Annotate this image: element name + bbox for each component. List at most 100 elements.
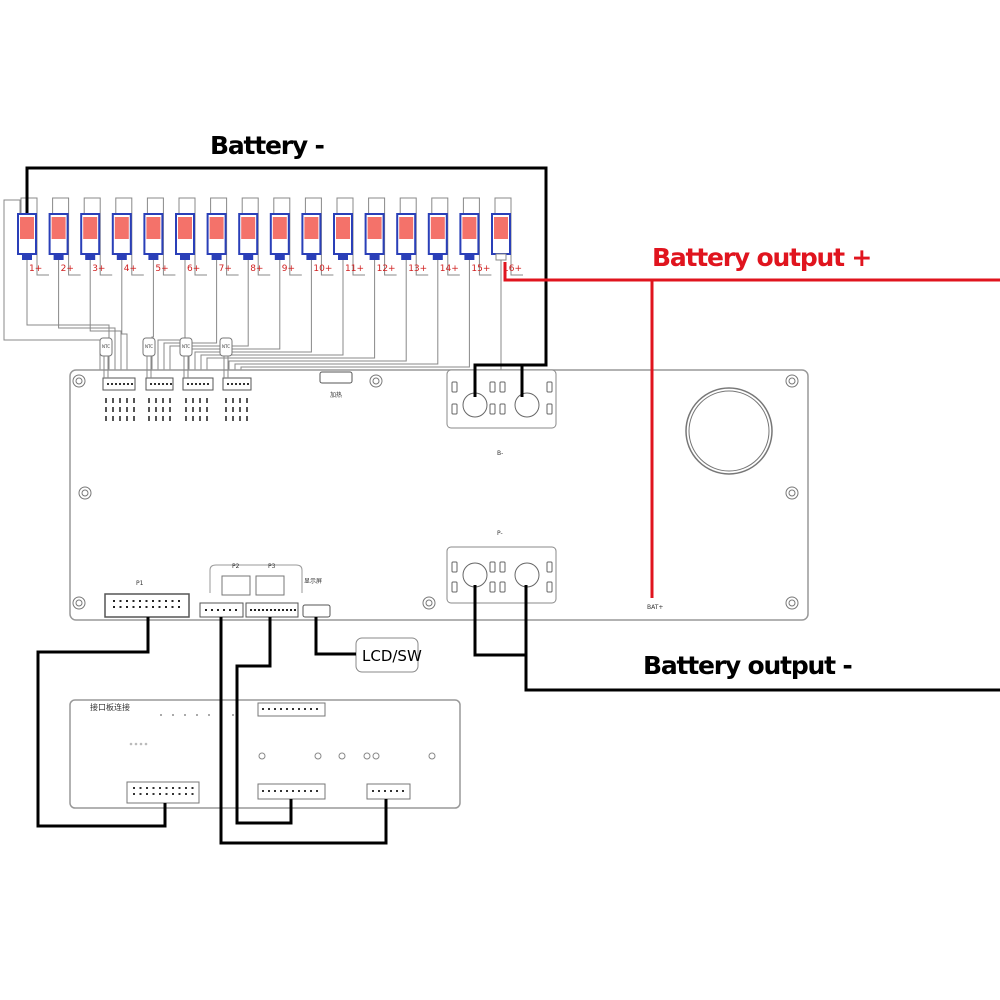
- pin-marking: [112, 416, 114, 421]
- pin: [107, 383, 109, 385]
- pin-marking: [239, 416, 241, 421]
- pin-marking: [162, 398, 164, 403]
- pad-dot: [184, 714, 186, 716]
- pin: [262, 790, 264, 792]
- pin-marking: [148, 398, 150, 403]
- pin: [298, 708, 300, 710]
- bat-plus-label: BAT+: [647, 604, 663, 611]
- lcd-sw-label: LCD/SW: [362, 647, 422, 665]
- pin: [115, 383, 117, 385]
- battery-cell-charge: [51, 217, 66, 239]
- pin: [178, 787, 181, 789]
- battery-cell-charge: [399, 217, 414, 239]
- cell-label: 11+: [345, 264, 364, 274]
- mounting-holes: [72, 374, 799, 610]
- ntc-sensor: [99, 337, 113, 357]
- balance-lead: [240, 260, 470, 378]
- pin: [178, 600, 180, 602]
- cell-frame: [241, 197, 271, 276]
- balance-lead: [89, 260, 122, 378]
- pad-dot: [139, 742, 143, 746]
- pin: [229, 609, 231, 611]
- cell-frame: [20, 197, 49, 276]
- pin: [139, 600, 141, 602]
- pin: [247, 383, 249, 385]
- pin: [178, 793, 181, 795]
- pin: [111, 383, 113, 385]
- pin-marking: [148, 416, 150, 421]
- pin: [187, 383, 189, 385]
- pin-marking: [185, 416, 187, 421]
- pin: [166, 383, 168, 385]
- heater-label: 加热: [330, 391, 342, 399]
- terminal-pads: [451, 381, 553, 593]
- pin: [274, 609, 276, 611]
- pin-marking: [199, 398, 201, 403]
- terminal-pad: [451, 403, 458, 415]
- balance-lead: [246, 260, 502, 378]
- pin: [211, 609, 213, 611]
- pin-marking: [192, 416, 194, 421]
- pin: [119, 600, 122, 602]
- mounting-hole-inner: [81, 489, 89, 497]
- pin: [304, 790, 306, 792]
- battery-cell-terminal: [306, 254, 317, 260]
- battery-cell-charge: [304, 217, 319, 239]
- display-label: 显示屏: [304, 578, 322, 585]
- p2-p3-outline: [209, 564, 303, 593]
- pin: [132, 606, 135, 608]
- pin: [119, 383, 121, 385]
- pin-marking: [206, 398, 208, 403]
- pin: [158, 606, 161, 608]
- pin: [139, 787, 142, 789]
- p1-connector: [104, 593, 190, 618]
- battery-cell-terminal: [53, 254, 64, 260]
- mounting-hole: [369, 374, 383, 388]
- b-minus-label: B-: [497, 450, 503, 457]
- pin: [133, 793, 135, 795]
- pin: [126, 600, 128, 602]
- balance-lead: [200, 260, 344, 378]
- battery-output-plus-title: Battery output +: [652, 243, 871, 272]
- balance-lead: [188, 260, 281, 378]
- balance-connector: [182, 377, 214, 391]
- pin: [290, 609, 292, 611]
- pin: [286, 708, 288, 710]
- connector-12pin-cable: [235, 617, 293, 825]
- p-minus-label: P-: [497, 530, 503, 537]
- cell-label: 2+: [61, 264, 74, 274]
- pin: [258, 609, 260, 611]
- pin: [298, 790, 300, 792]
- pin-marking: [239, 407, 241, 412]
- pin: [165, 606, 167, 608]
- pad-dot: [208, 714, 210, 716]
- terminal-pad: [546, 561, 553, 573]
- pin-marking: [199, 407, 201, 412]
- balance-lead: [151, 260, 154, 378]
- mounting-hole-inner: [788, 377, 796, 385]
- cell-label: 12+: [377, 264, 396, 274]
- cell-label: 6+: [187, 264, 200, 274]
- cell-frame: [146, 197, 176, 276]
- pin: [145, 600, 148, 602]
- battery-output-minus-wire: [473, 585, 1000, 692]
- pin: [372, 790, 374, 792]
- terminal-pad: [546, 381, 553, 393]
- pin-marking: [105, 416, 107, 421]
- battery-cell-charge: [209, 217, 224, 239]
- p1-cable: [36, 617, 167, 828]
- pin: [268, 708, 270, 710]
- pin-marking: [232, 416, 234, 421]
- cell-frame: [210, 197, 239, 276]
- pin: [159, 787, 161, 789]
- battery-cell-charge: [178, 217, 192, 239]
- balance-lead: [169, 260, 249, 378]
- pin-marking: [192, 407, 194, 412]
- pin: [316, 708, 318, 710]
- pin-marking: [155, 416, 157, 421]
- p-minus-bolt: [514, 562, 540, 588]
- pin: [384, 790, 386, 792]
- ntc-label: NTC: [222, 344, 230, 349]
- p2-label: P2: [232, 563, 240, 570]
